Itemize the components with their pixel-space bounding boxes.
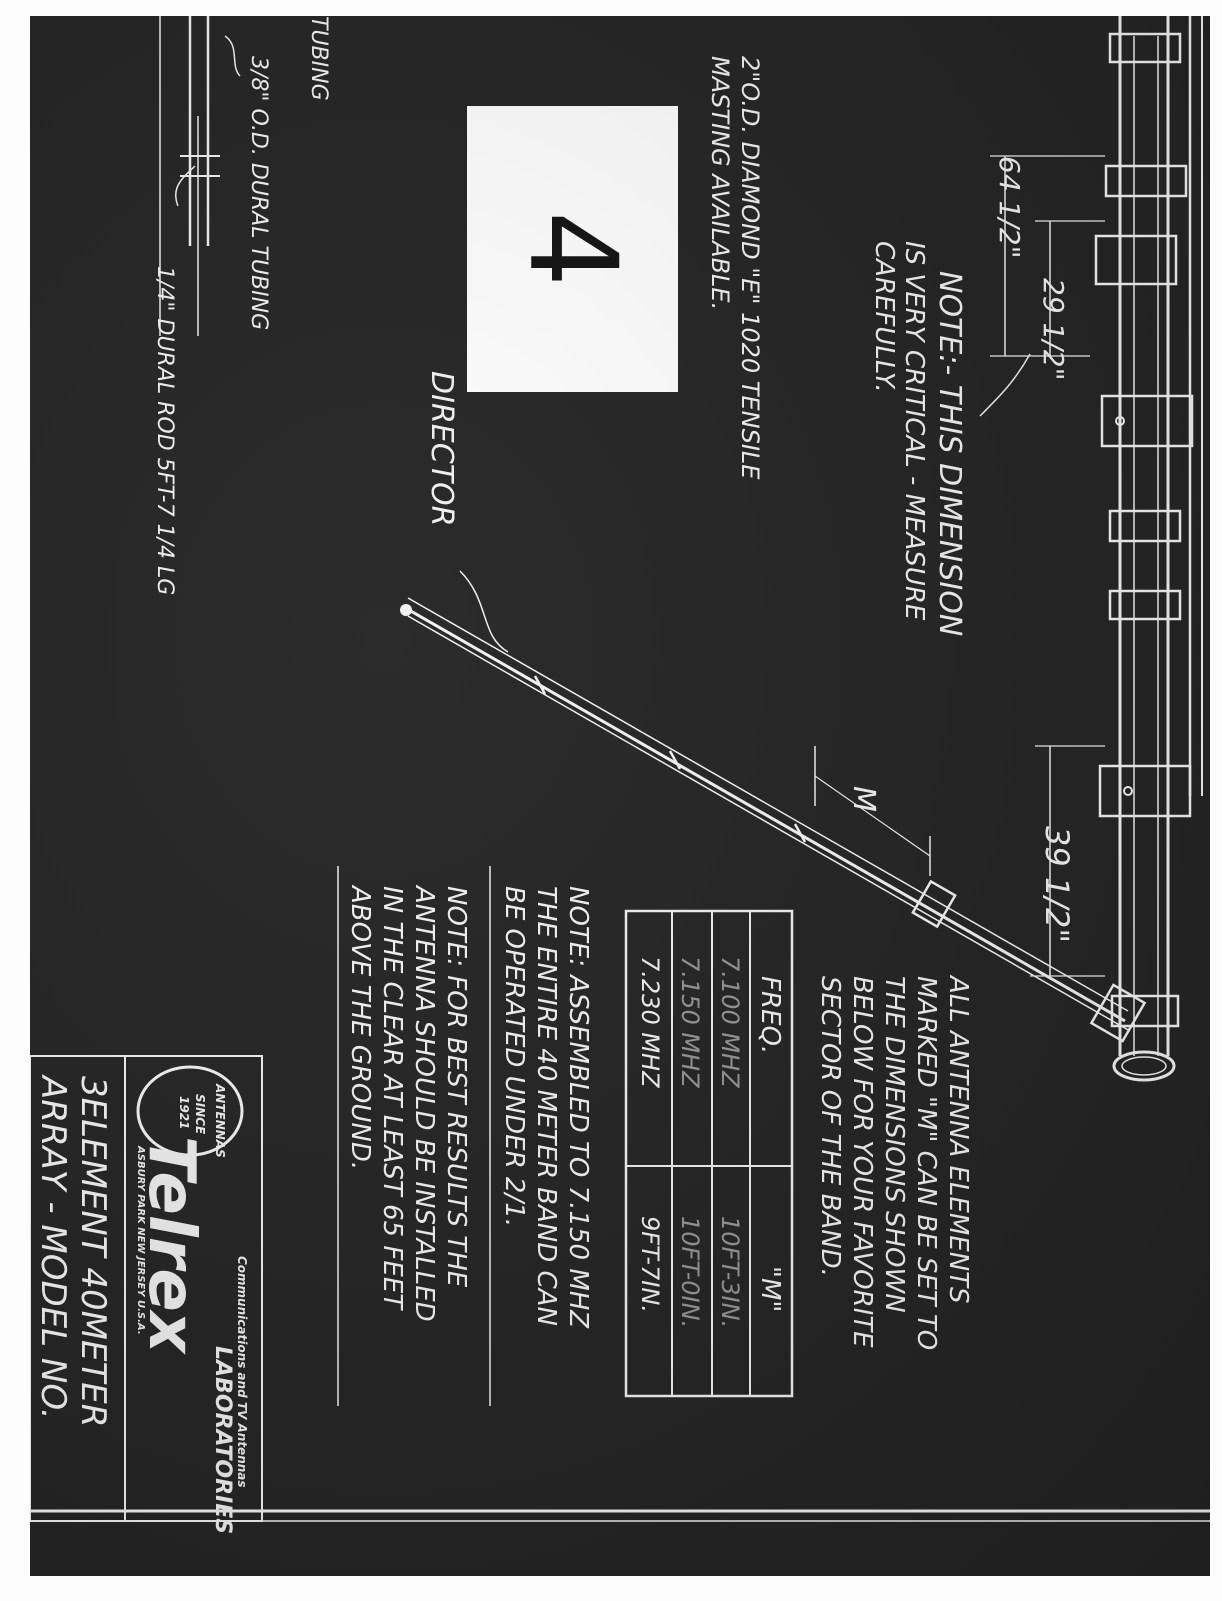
telrex-logo: ANTENNAS SINCE 1921 Telrex Communication… (134, 1065, 249, 1534)
dural-rod-label: 1/4" DURAL ROD 5FT-7 1/4 LG (152, 266, 177, 595)
m-marker-label: M (846, 786, 881, 812)
company-tagline: Communications and TV Antennas (235, 1256, 249, 1488)
logo-wordmark: Telrex (134, 1136, 208, 1355)
reflector-tube (1188, 16, 1203, 796)
company-name: LABORATORIES (210, 1346, 235, 1534)
svg-text:MARKED "M" CAN BE SET TO: MARKED "M" CAN BE SET TO (911, 976, 941, 1350)
blueprint-print: FREQ. "M" 7.100 MHZ 10FT-3IN. 7.150 MHZ … (30, 16, 1210, 1576)
svg-text:ANTENNA SHOULD BE INSTALLED: ANTENNA SHOULD BE INSTALLED (409, 884, 439, 1322)
title-block: ANTENNAS SINCE 1921 Telrex Communication… (30, 1055, 1210, 1534)
svg-text:BELOW FOR YOUR FAVORITE: BELOW FOR YOUR FAVORITE (847, 976, 877, 1348)
boom-tube (1112, 16, 1176, 1082)
svg-text:ABOVE THE GROUND.: ABOVE THE GROUND. (345, 884, 375, 1170)
dimension-lines (459, 155, 1105, 977)
m-cell: 9FT-7IN. (636, 1216, 664, 1313)
svg-text:ALL ANTENNA ELEMENTS: ALL ANTENNA ELEMENTS (943, 974, 973, 1304)
note-critical-dimension: NOTE:- THIS DIMENSION IS VERY CRITICAL -… (869, 241, 967, 636)
note-separators (337, 866, 491, 1406)
note-masting: 2"O.D. DIAMOND "E" 1020 TENSILE MASTING … (706, 56, 764, 480)
title-line-1: 3ELEMENT 40METER (73, 1076, 113, 1427)
dimension-label: 64 1/2" (993, 156, 1026, 258)
freq-header: FREQ. (755, 976, 785, 1054)
m-header: "M" (755, 1266, 785, 1312)
logo-badge-year: 1921 (177, 1096, 191, 1129)
svg-text:MASTING AVAILABLE.: MASTING AVAILABLE. (706, 56, 734, 310)
freq-cell: 7.230 MHZ (636, 956, 664, 1088)
note-antenna-elements: ALL ANTENNA ELEMENTS MARKED "M" CAN BE S… (815, 974, 973, 1350)
logo-badge-top: ANTENNAS (213, 1083, 227, 1158)
logo-badge-mid: SINCE (193, 1094, 207, 1135)
svg-text:BE OPERATED UNDER 2/1.: BE OPERATED UNDER 2/1. (499, 886, 529, 1227)
svg-text:CAREFULLY.: CAREFULLY. (869, 241, 899, 393)
freq-table: FREQ. "M" 7.100 MHZ 10FT-3IN. 7.150 MHZ … (624, 909, 794, 1398)
director-element (400, 597, 1147, 1043)
director-label: DIRECTOR (424, 371, 459, 526)
svg-text:NOTE: ASSEMBLED TO 7.150 MHZ: NOTE: ASSEMBLED TO 7.150 MHZ (563, 886, 593, 1329)
freq-cell: 7.100 MHZ (716, 956, 744, 1088)
svg-text:IS VERY CRITICAL - MEASURE: IS VERY CRITICAL - MEASURE (899, 241, 929, 621)
m-cell: 10FT-0IN. (676, 1216, 704, 1328)
svg-text:SECTOR OF THE BAND.: SECTOR OF THE BAND. (815, 976, 845, 1277)
dimension-label: 29 1/2" (1037, 278, 1070, 380)
tubing-detail (159, 16, 241, 336)
dural-tubing-label: 3/8" O.D. DURAL TUBING (246, 56, 271, 330)
freq-cell: 7.150 MHZ (676, 956, 704, 1088)
page-number: 4 (503, 210, 642, 288)
drawing-canvas: FREQ. "M" 7.100 MHZ 10FT-3IN. 7.150 MHZ … (30, 16, 1210, 1534)
svg-text:THE ENTIRE 40 METER BAND CAN: THE ENTIRE 40 METER BAND CAN (531, 886, 561, 1326)
title-line-2: ARRAY - MODEL NO. (33, 1074, 73, 1420)
svg-text:NOTE:- THIS DIMENSION: NOTE:- THIS DIMENSION (932, 271, 967, 636)
svg-text:2"O.D. DIAMOND "E" 1020 TENSIL: 2"O.D. DIAMOND "E" 1020 TENSILE (736, 56, 764, 480)
company-location: ASBURY PARK NEW JERSEY U.S.A. (135, 1145, 146, 1335)
page-number-label: 4 (467, 106, 678, 392)
tubing-label: TUBING (306, 16, 331, 101)
m-cell: 10FT-3IN. (716, 1216, 744, 1328)
note-best-results: NOTE: FOR BEST RESULTS THE ANTENNA SHOUL… (345, 884, 471, 1322)
dimension-label: 39 1/2" (1038, 826, 1076, 943)
boom-clamps (1094, 32, 1194, 1028)
note-assembled: NOTE: ASSEMBLED TO 7.150 MHZ THE ENTIRE … (499, 886, 593, 1329)
svg-text:IN THE CLEAR AT LEAST 65 FEET: IN THE CLEAR AT LEAST 65 FEET (377, 886, 407, 1311)
svg-text:THE DIMENSIONS SHOWN: THE DIMENSIONS SHOWN (879, 976, 909, 1313)
svg-text:NOTE: FOR BEST RESULTS THE: NOTE: FOR BEST RESULTS THE (441, 886, 471, 1288)
